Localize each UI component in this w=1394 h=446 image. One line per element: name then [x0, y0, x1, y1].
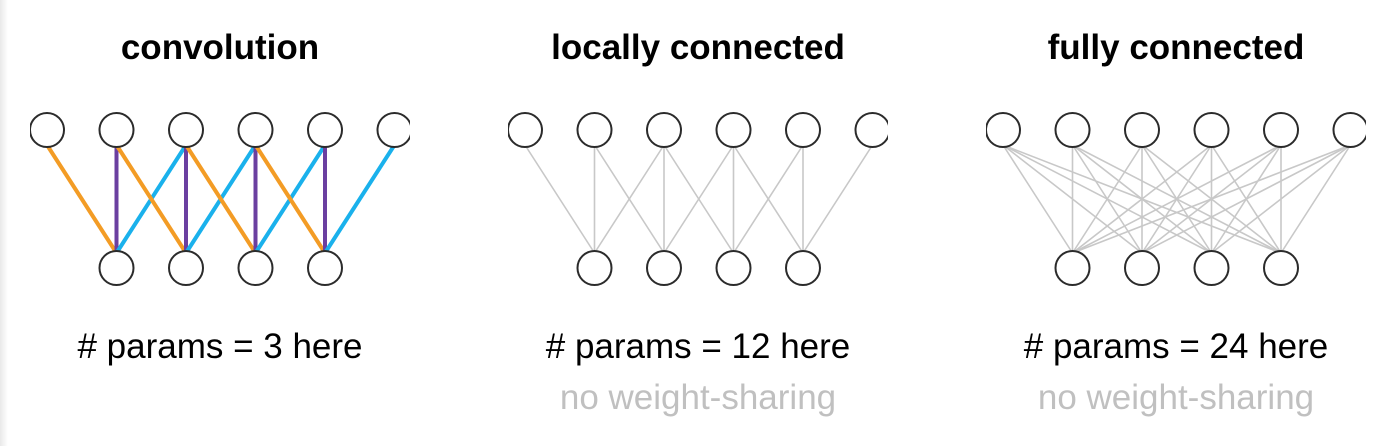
param-count: # params = 24 here	[1023, 327, 1329, 366]
weight-sharing-note: no weight-sharing	[559, 378, 837, 417]
connection-edge	[1002, 144, 1213, 254]
output-node	[1124, 250, 1160, 286]
network-diagram-fully-connected	[986, 112, 1366, 286]
panel-locally-connected: locally connected # params = 12 here no …	[508, 0, 888, 446]
input-node	[1054, 112, 1091, 148]
input-node	[376, 112, 410, 148]
param-count: # params = 3 here	[77, 327, 363, 366]
connection-edge	[1141, 144, 1282, 254]
input-node	[168, 112, 204, 148]
input-node	[576, 112, 613, 148]
page-edge-shadow	[0, 0, 8, 446]
network-diagram-convolution	[30, 112, 410, 286]
output-node	[98, 250, 135, 286]
connection-edge	[802, 144, 874, 254]
connection-edge	[323, 143, 397, 255]
output-node	[576, 250, 613, 286]
connection-edge	[593, 144, 665, 254]
input-node	[986, 112, 1021, 148]
input-node	[715, 112, 752, 148]
connection-edge	[45, 143, 119, 255]
output-node	[168, 250, 204, 286]
connection-edge	[1280, 144, 1352, 254]
connection-edge	[732, 144, 804, 254]
input-node	[854, 112, 888, 148]
input-node	[785, 112, 821, 148]
param-count: # params = 12 here	[545, 327, 851, 366]
output-node	[1054, 250, 1091, 286]
panel-fully-connected: fully connected # params = 24 here no we…	[986, 0, 1366, 446]
network-diagram-locally-connected	[508, 112, 888, 286]
connection-edge	[1002, 144, 1143, 254]
panel-title: fully connected	[1047, 28, 1305, 67]
output-node	[307, 250, 343, 286]
weight-sharing-note: no weight-sharing	[1037, 378, 1315, 417]
output-node	[1263, 250, 1299, 286]
output-node	[785, 250, 821, 286]
output-node	[1193, 250, 1230, 286]
connection-edge	[1002, 144, 1074, 254]
connection-edge	[253, 143, 327, 255]
input-node	[307, 112, 343, 148]
panel-convolution: convolution # params = 3 here	[30, 0, 410, 446]
panel-title: locally connected	[551, 28, 845, 67]
input-node	[646, 112, 682, 148]
input-node	[508, 112, 543, 148]
input-node	[1263, 112, 1299, 148]
input-node	[237, 112, 274, 148]
output-node	[646, 250, 682, 286]
input-node	[1193, 112, 1230, 148]
connection-edge	[524, 144, 596, 254]
connection-edge	[1210, 144, 1282, 254]
output-node	[237, 250, 274, 286]
connection-edge	[184, 143, 258, 255]
panel-title: convolution	[120, 28, 320, 67]
input-node	[98, 112, 135, 148]
output-node	[715, 250, 752, 286]
input-node	[30, 112, 65, 148]
connection-edge	[1002, 144, 1282, 254]
connection-edge	[663, 144, 735, 254]
input-node	[1124, 112, 1160, 148]
input-node	[1332, 112, 1366, 148]
connection-edge	[1071, 144, 1282, 254]
connection-edge	[114, 143, 188, 255]
